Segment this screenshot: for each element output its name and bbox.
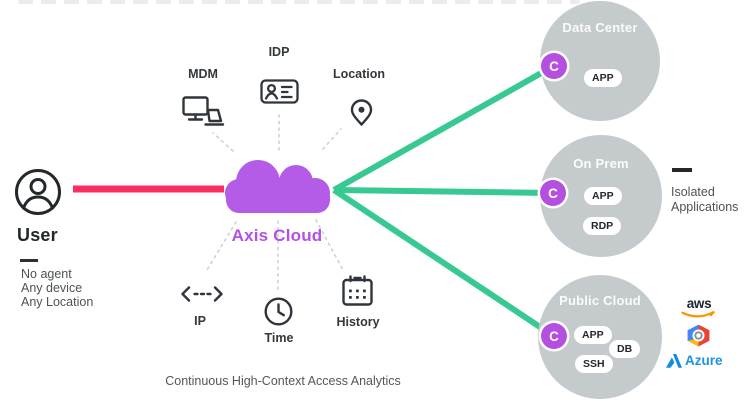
location-icon [350, 99, 373, 126]
user-attributes: No agent Any device Any Location [21, 267, 94, 309]
axis-cloud-label: Axis Cloud [231, 226, 323, 245]
history-icon [342, 275, 373, 306]
location-label: Location [332, 67, 386, 81]
connector-badge: C [541, 53, 567, 79]
azure-icon [666, 353, 682, 368]
destination-data-center: Data Center APP [540, 1, 660, 121]
mdm-icon [182, 96, 225, 126]
cloud-to-destination-links [332, 64, 554, 338]
idp-label: IDP [268, 45, 290, 59]
isolated-divider [672, 168, 692, 172]
idp-icon [260, 79, 299, 104]
service-pill-rdp: RDP [583, 217, 622, 235]
destination-name: Public Cloud [559, 293, 641, 308]
service-pill-app: APP [574, 326, 612, 344]
user-attribute: No agent [21, 267, 72, 281]
destination-name: Data Center [562, 20, 638, 35]
dotted-context-connectors [206, 110, 344, 292]
aws-logo-text: aws [686, 296, 712, 311]
time-label: Time [264, 331, 294, 345]
service-pill-ssh: SSH [575, 355, 613, 373]
ip-icon [181, 286, 223, 302]
aws-logo: aws [681, 295, 717, 320]
destination-name: On Prem [573, 156, 629, 171]
isolated-applications-label: Isolated Applications [671, 185, 738, 214]
service-pill-db: DB [609, 340, 641, 358]
connector-badge: C [540, 180, 566, 206]
connector-badge: C [541, 323, 567, 349]
isolated-line1: Isolated [671, 185, 715, 199]
isolated-line2: Applications [671, 199, 739, 214]
mdm-label: MDM [188, 67, 218, 81]
cropped-heading-remnant [18, 0, 580, 4]
azure-logo-text: Azure [685, 353, 723, 368]
axis-cloud-icon [225, 160, 330, 213]
user-label: User [17, 225, 58, 245]
time-icon [264, 297, 293, 326]
service-pill-app: APP [584, 187, 622, 205]
user-icon [15, 169, 61, 215]
user-attribute: Any Location [21, 294, 94, 309]
azure-logo: Azure [666, 353, 723, 368]
caption: Continuous High-Context Access Analytics [165, 374, 401, 388]
history-label: History [336, 315, 380, 329]
google-cloud-icon [687, 324, 710, 347]
service-pill-app: APP [584, 69, 622, 87]
ip-label: IP [194, 314, 206, 328]
user-divider [20, 259, 38, 262]
user-attribute: Any device [21, 280, 83, 295]
aws-smile-icon [681, 311, 715, 318]
